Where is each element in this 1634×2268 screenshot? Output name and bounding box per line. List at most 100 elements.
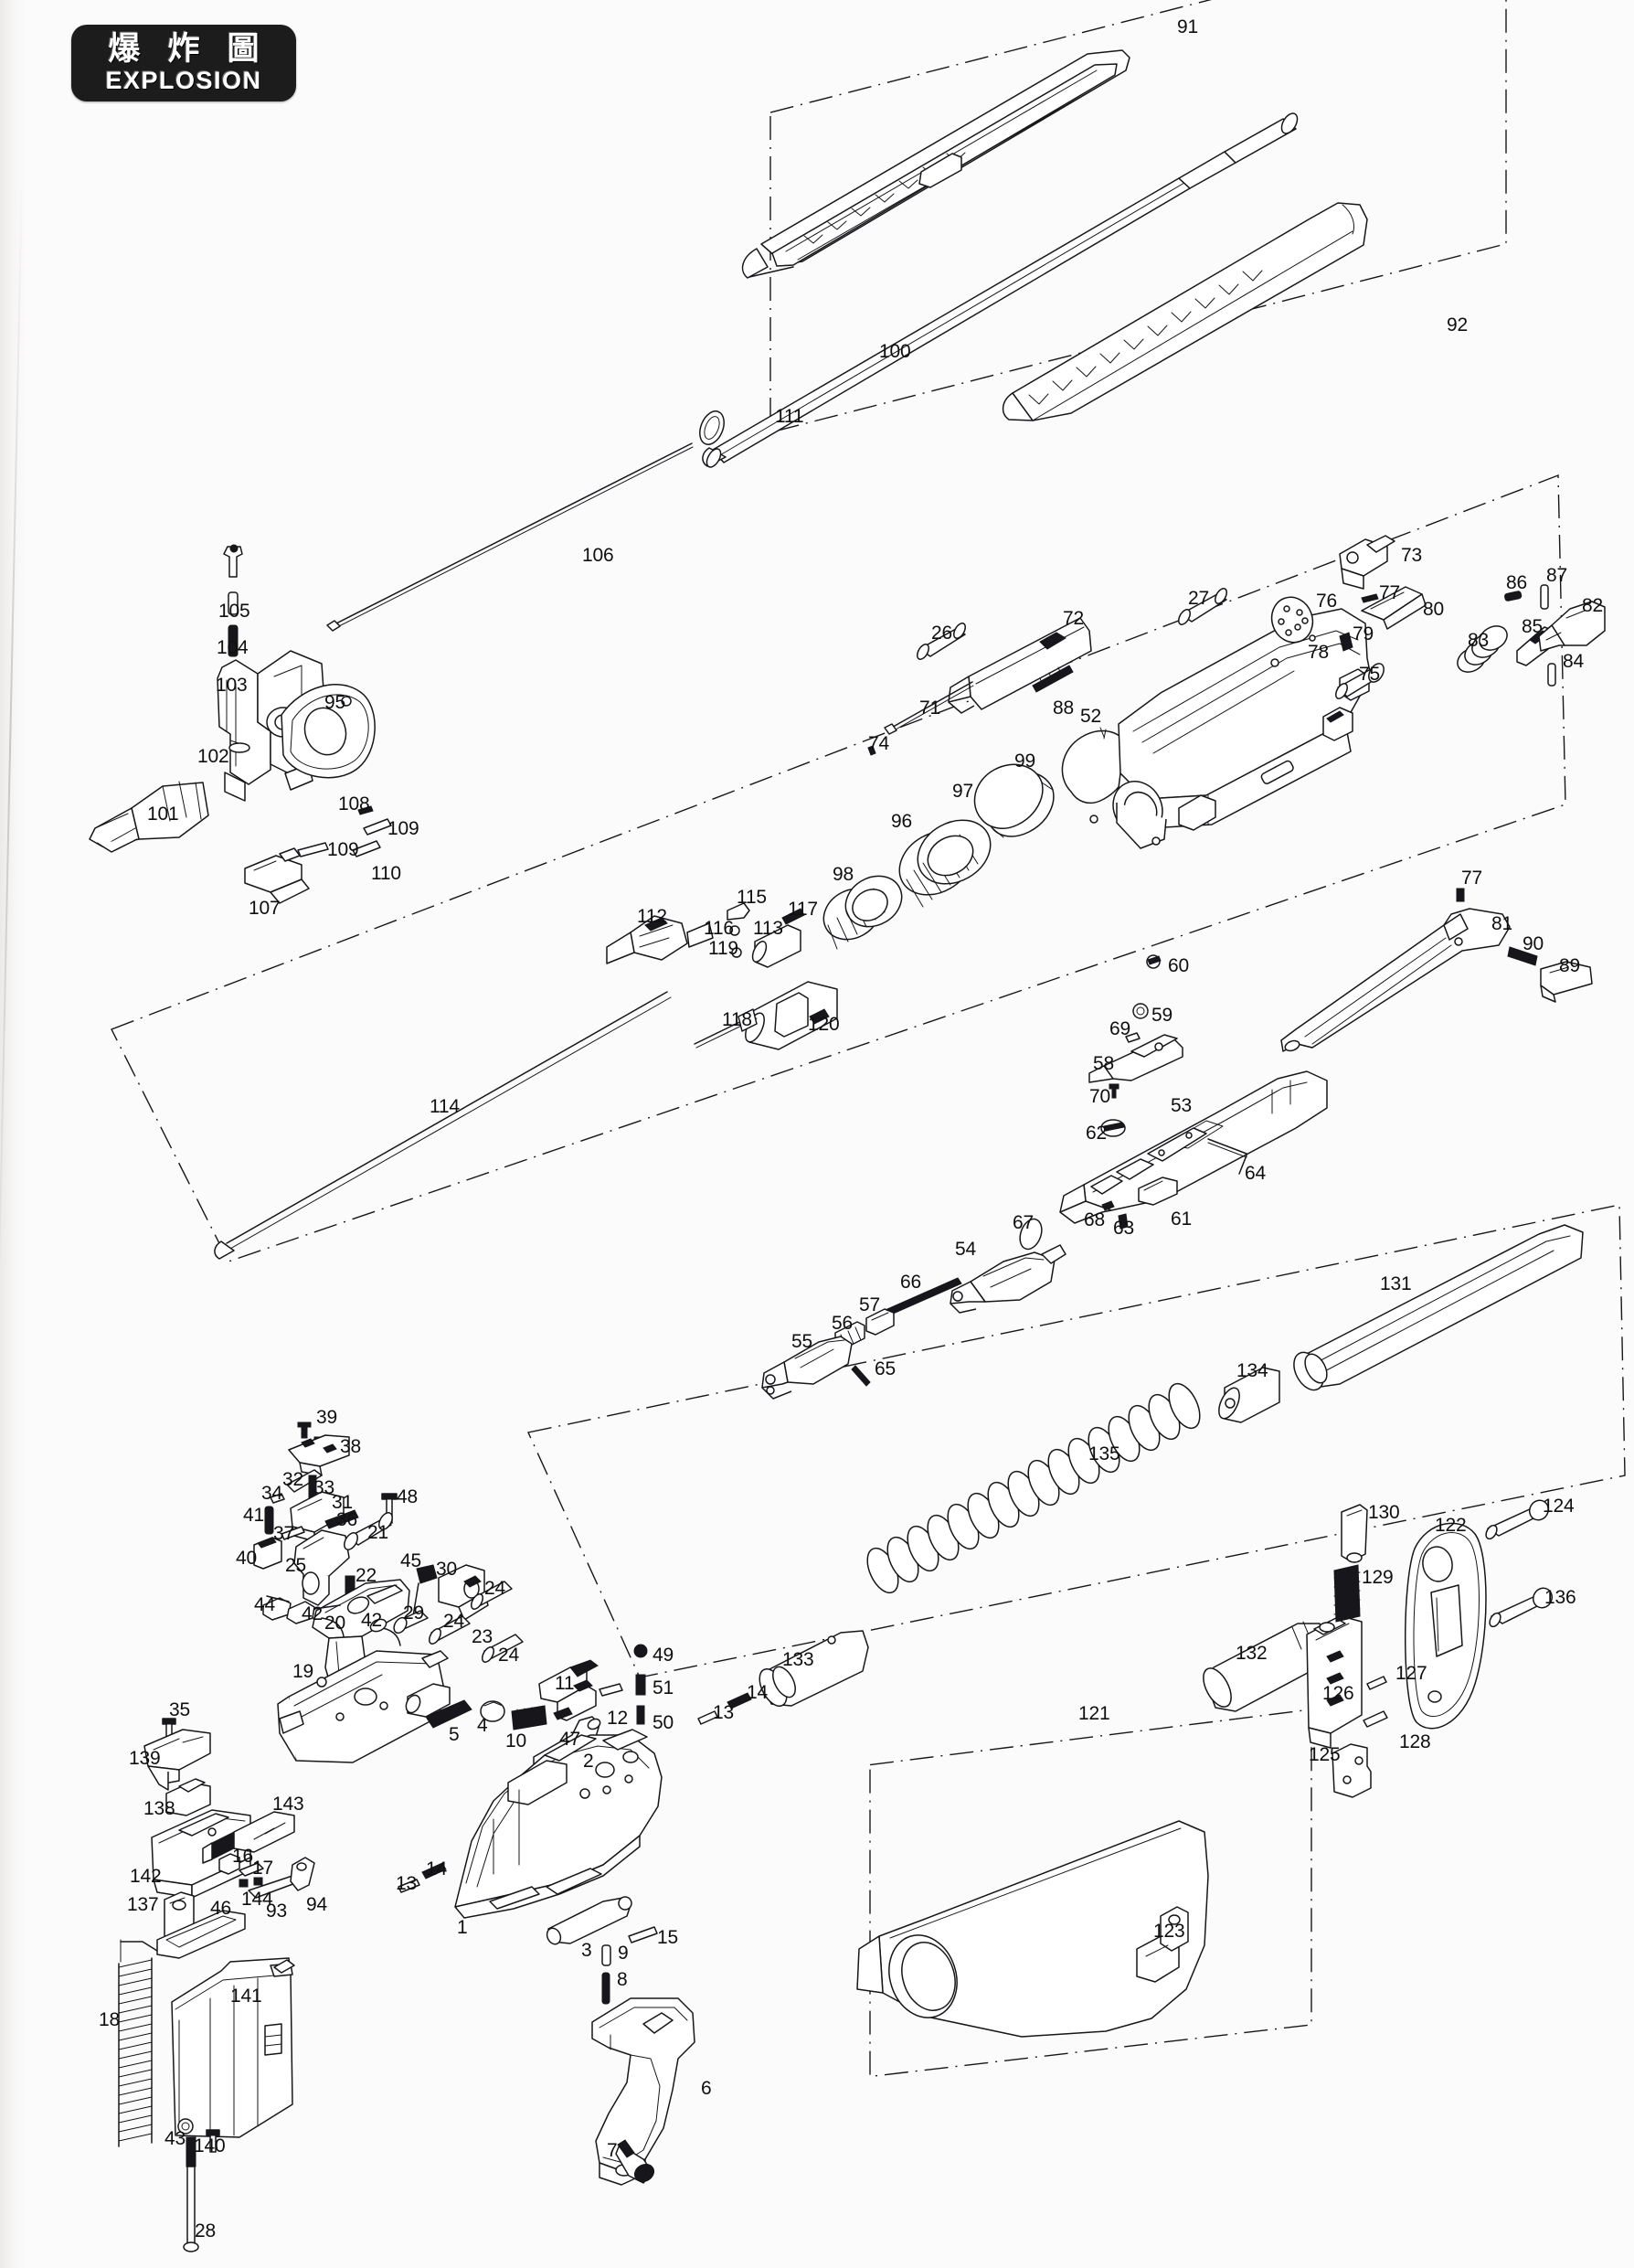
- callout-95: 95: [324, 692, 345, 713]
- callout-76: 76: [1316, 591, 1337, 612]
- part-35-screw: [163, 1719, 175, 1744]
- part-124-screw: [1484, 1496, 1552, 1540]
- callout-56: 56: [832, 1313, 853, 1334]
- callout-100: 100: [879, 341, 911, 362]
- callout-60: 60: [1168, 955, 1189, 976]
- callout-109a: 109: [387, 818, 419, 839]
- callout-143: 143: [272, 1794, 304, 1815]
- part-18-magazine-spring: [119, 1940, 157, 2146]
- callout-29: 29: [403, 1603, 424, 1624]
- part-84-pin: [1548, 664, 1555, 686]
- callout-114: 114: [430, 1096, 460, 1117]
- callout-138: 138: [143, 1798, 175, 1819]
- callout-5: 5: [449, 1724, 460, 1745]
- part-111-oring: [695, 408, 728, 448]
- part-1-lower-receiver: [455, 1730, 662, 1918]
- part-7-grip-screw: [616, 2140, 657, 2185]
- part-61-block: [1139, 1177, 1177, 1205]
- callout-14a: 14: [426, 1858, 447, 1879]
- title-english: EXPLOSION: [105, 67, 262, 94]
- callout-137: 137: [127, 1894, 159, 1915]
- callout-122: 122: [1435, 1515, 1467, 1536]
- callout-22: 22: [355, 1565, 377, 1586]
- callout-24c: 24: [498, 1645, 519, 1666]
- callout-41: 41: [243, 1505, 264, 1526]
- callout-128: 128: [1399, 1731, 1431, 1752]
- part-123-sling-swivel: [1137, 1907, 1188, 1982]
- callout-34: 34: [261, 1483, 282, 1504]
- callout-123: 123: [1153, 1921, 1185, 1942]
- callout-42b: 42: [361, 1610, 382, 1631]
- callout-70: 70: [1089, 1086, 1110, 1107]
- callout-23: 23: [472, 1626, 493, 1647]
- callout-73: 73: [1401, 545, 1422, 566]
- callout-110: 110: [371, 863, 401, 884]
- callout-21: 21: [367, 1522, 388, 1543]
- callout-93: 93: [266, 1901, 287, 1922]
- callout-6: 6: [701, 2078, 712, 2099]
- callout-80: 80: [1423, 599, 1444, 620]
- callout-13a: 13: [396, 1873, 417, 1894]
- callout-121: 121: [1078, 1703, 1110, 1724]
- callout-92: 92: [1447, 314, 1468, 335]
- part-3-takedown-lever: [545, 1895, 633, 1946]
- callout-105: 105: [218, 601, 250, 622]
- callout-107: 107: [249, 898, 281, 919]
- callout-133: 133: [782, 1649, 814, 1670]
- part-87-pin: [1541, 585, 1548, 609]
- part-135-buffer-spring: [861, 1379, 1205, 1598]
- part-122-buttplate: [1406, 1523, 1486, 1728]
- callout-63: 63: [1113, 1218, 1134, 1239]
- callout-57: 57: [859, 1294, 880, 1315]
- part-20-trigger: [313, 1580, 409, 1693]
- callout-86: 86: [1506, 572, 1527, 593]
- part-48-screw: [382, 1494, 397, 1523]
- callout-124: 124: [1543, 1496, 1575, 1517]
- callout-141: 141: [230, 1986, 262, 2007]
- callout-67: 67: [1013, 1212, 1034, 1233]
- callout-65: 65: [875, 1358, 896, 1379]
- callout-82: 82: [1582, 595, 1603, 616]
- callout-136: 136: [1544, 1587, 1576, 1608]
- callout-119: 119: [708, 938, 738, 959]
- callout-15: 15: [657, 1927, 678, 1948]
- part-60-screw: [1147, 955, 1161, 968]
- callout-11: 11: [555, 1673, 575, 1694]
- callout-102: 102: [197, 746, 229, 767]
- callout-20: 20: [324, 1613, 345, 1634]
- part-15-pin: [629, 1927, 657, 1943]
- callout-52: 52: [1080, 706, 1101, 727]
- callout-50: 50: [653, 1712, 674, 1733]
- callout-32: 32: [282, 1469, 303, 1490]
- part-8-spring: [602, 1973, 610, 2004]
- callout-134: 134: [1236, 1360, 1268, 1381]
- callout-13b: 13: [713, 1702, 734, 1723]
- part-88-spring: [1033, 665, 1073, 692]
- callout-99: 99: [1014, 751, 1035, 772]
- callout-43: 43: [164, 2128, 186, 2149]
- callout-74: 74: [868, 733, 889, 754]
- callout-101: 101: [147, 804, 179, 825]
- callout-47: 47: [559, 1729, 580, 1750]
- part-59-washer: [1133, 1004, 1148, 1018]
- part-105-sight-post: [224, 545, 242, 577]
- callout-115: 115: [737, 887, 767, 908]
- callout-46: 46: [210, 1898, 231, 1919]
- part-64-pin: [1208, 1139, 1247, 1154]
- part-41-pin: [265, 1507, 273, 1534]
- part-79-spring: [1340, 633, 1353, 651]
- callout-48: 48: [397, 1486, 418, 1507]
- part-131-buffer-tube: [1288, 1225, 1583, 1395]
- part-12-pin: [599, 1684, 622, 1696]
- callout-103: 103: [216, 675, 248, 696]
- callout-108: 108: [338, 793, 370, 815]
- callout-72: 72: [1063, 608, 1084, 629]
- callout-140: 140: [194, 2135, 226, 2156]
- callout-106: 106: [582, 545, 614, 566]
- callout-111: 111: [775, 406, 804, 427]
- callout-38: 38: [340, 1436, 361, 1457]
- part-73-rear-sight-aperture: [1340, 536, 1395, 589]
- part-50-pin: [637, 1706, 644, 1724]
- group-box-bolt-carrier: [528, 1205, 1625, 1677]
- callout-68: 68: [1084, 1209, 1105, 1230]
